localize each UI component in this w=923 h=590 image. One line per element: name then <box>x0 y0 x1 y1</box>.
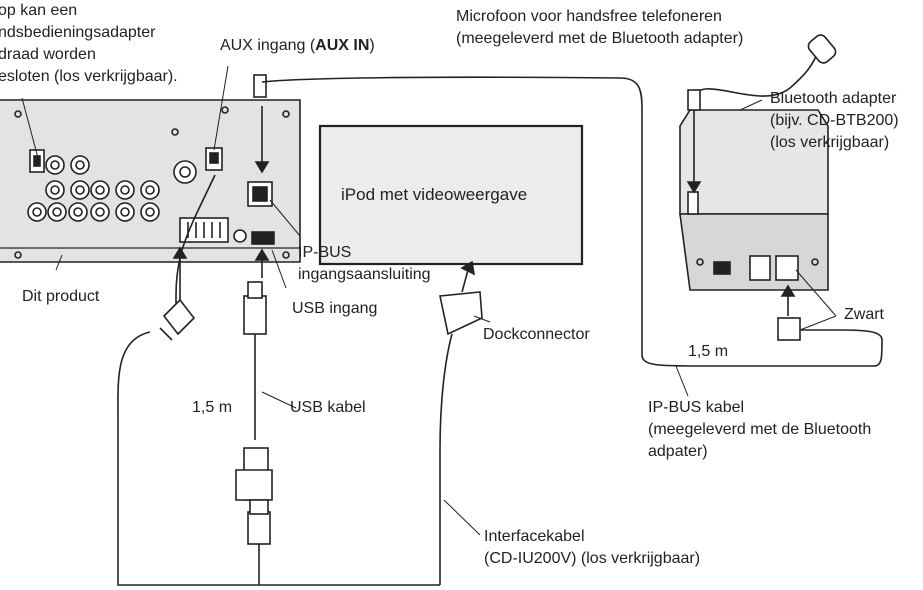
steering-adapter-note: op kan een ndsbedieningsadapter draad wo… <box>0 0 178 88</box>
ipbus-cable-line: adpater) <box>648 443 708 460</box>
ipbus-length-label: 1,5 m <box>688 343 729 360</box>
connection-arrows <box>172 106 270 300</box>
aux-bold: AUX IN <box>315 37 370 54</box>
bluetooth-adapter <box>679 109 829 291</box>
steering-note-line: esloten (los verkrijgbaar). <box>0 68 178 85</box>
steering-note-line: op kan een <box>0 2 78 19</box>
aux-cable <box>117 174 440 586</box>
aux-in-label: AUX ingang (AUX IN) <box>220 35 375 57</box>
mic-line: Microfoon voor handsfree telefoneren <box>456 8 722 25</box>
bt-line: (bijv. CD-BTB200) <box>770 112 899 129</box>
microphone-cable <box>686 34 837 194</box>
usb-length-label: 1,5 m <box>192 399 233 416</box>
steering-note-line: draad worden <box>0 46 96 63</box>
bt-line: Bluetooth adapter <box>770 90 897 107</box>
ipbus-cable <box>253 74 883 367</box>
microphone-label: Microfoon voor handsfree telefoneren (me… <box>456 6 743 50</box>
interface-line: Interfacekabel <box>484 528 585 545</box>
ipbus-cable-line: (meegeleverd met de Bluetooth <box>648 421 872 438</box>
leader-lines <box>21 65 837 536</box>
interface-line: (CD-IU200V) (los verkrijgbaar) <box>484 550 701 567</box>
usb-cable <box>235 281 273 585</box>
mic-line: (meegeleverd met de Bluetooth adapter) <box>456 30 744 47</box>
ipbus-cable-label: IP-BUS kabel (meegeleverd met de Bluetoo… <box>648 397 871 463</box>
ipbus-cable-line: IP-BUS kabel <box>648 399 745 416</box>
interface-cable <box>439 260 483 585</box>
ipbus-input-label: IP-BUS ingangsaansluiting <box>298 242 431 286</box>
dock-connector-label: Dockconnector <box>483 326 590 343</box>
head-unit-rear-panel <box>0 99 301 263</box>
interface-cable-label: Interfacekabel (CD-IU200V) (los verkrijg… <box>484 526 700 570</box>
ipbus-in-line: ingangsaansluiting <box>298 266 431 283</box>
ipod-device <box>318 124 584 266</box>
product-label: Dit product <box>22 288 100 305</box>
usb-cable-label: USB kabel <box>290 399 366 416</box>
ipod-label: iPod met videoweergave <box>341 185 528 204</box>
zwart-label: Zwart <box>844 306 884 323</box>
bt-line: (los verkrijgbaar) <box>770 134 890 151</box>
bluetooth-adapter-label: Bluetooth adapter (bijv. CD-BTB200) (los… <box>770 88 899 154</box>
steering-note-line: ndsbedieningsadapter <box>0 24 156 41</box>
aux-prefix: AUX ingang ( <box>220 37 316 54</box>
usb-input-label: USB ingang <box>292 300 378 317</box>
aux-suffix: ) <box>369 37 375 54</box>
bt-ipbus-plug <box>777 284 840 341</box>
ipbus-in-line: IP-BUS <box>298 244 352 261</box>
